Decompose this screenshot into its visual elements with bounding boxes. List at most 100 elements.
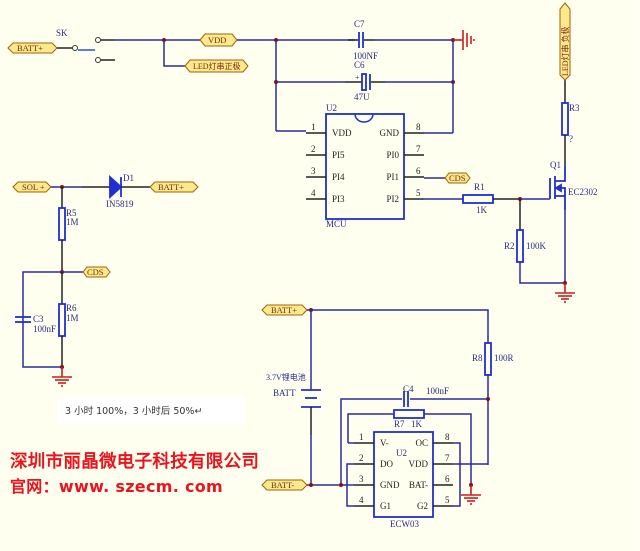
r7-body	[393, 409, 425, 419]
r1-body	[462, 194, 494, 204]
mcu-pin-name: PI4	[332, 172, 345, 182]
mcu-pin-number: 2	[311, 144, 316, 154]
c6-polarity: +	[355, 73, 360, 82]
port-led-minus-label: LED灯串 负极	[560, 26, 570, 76]
mcu-pin-number: 7	[416, 144, 421, 154]
company-website: 官网：www. szecm. com	[10, 477, 224, 496]
ecw03-pin-number: 6	[445, 474, 450, 484]
r7-ref: R7	[394, 419, 405, 429]
r5-ref: R5	[66, 208, 77, 218]
mcu-pin-name: PI1	[386, 172, 399, 182]
port-sol-plus: SOL +	[12, 181, 52, 193]
switch-pivot	[72, 45, 78, 51]
ecw03-pin-number: 2	[359, 453, 364, 463]
mcu-pin-number: 6	[416, 166, 421, 176]
mcu-pin-number: 5	[416, 188, 421, 198]
port-batt-minus-label: BATT-	[271, 480, 294, 490]
wire	[163, 40, 185, 67]
r2-value: 100K	[526, 241, 547, 251]
wire	[307, 309, 489, 343]
port-batt-plus-diode-label: BATT+	[158, 182, 184, 192]
d1-ref: D1	[123, 173, 134, 183]
wire	[340, 398, 402, 485]
ecw03-pin-name: GND	[380, 480, 400, 490]
mcu-pin-number: 8	[416, 122, 421, 132]
mcu-pin-number: 4	[311, 188, 316, 198]
wire	[453, 442, 461, 485]
port-vdd-label: VDD	[208, 35, 226, 45]
port-batt-plus-bottom: BATT+	[261, 304, 308, 316]
port-batt-plus-bottom-label: BATT+	[271, 305, 297, 315]
c4-value: 100nF	[426, 386, 449, 396]
r7-value: 1K	[411, 419, 423, 429]
r8-body	[484, 342, 492, 376]
switch-contact-1	[95, 37, 101, 43]
r6-value: 1M	[66, 313, 79, 323]
r6-body	[58, 303, 66, 337]
ecw03-pin-name: G1	[380, 501, 391, 511]
ground-icon	[52, 367, 72, 387]
wire	[453, 485, 461, 507]
ecw03-pin-number: 7	[445, 453, 450, 463]
ecw03-chip: U2 ECW03	[373, 431, 434, 529]
c6-value: 47U	[354, 92, 370, 102]
port-cds-mcu: CDS	[444, 172, 471, 184]
mcu-pin-name: PI2	[386, 194, 399, 204]
q1-ref: Q1	[550, 160, 561, 170]
port-batt-plus-diode: BATT+	[149, 181, 199, 193]
battery-icon	[301, 389, 321, 408]
r1-value: 1K	[476, 205, 488, 215]
ecw03-pin-name: DO	[380, 459, 393, 469]
ecw03-pin-number: 1	[359, 432, 364, 442]
r5-body	[58, 207, 66, 241]
wire	[424, 413, 472, 485]
ecw03-pin-name: VDD	[409, 459, 429, 469]
wire	[22, 271, 62, 368]
c7-ref: C7	[354, 19, 365, 29]
port-cds-divider: CDS	[82, 266, 111, 278]
c6-ref: C6	[354, 60, 365, 70]
d1-value: IN5819	[106, 199, 134, 209]
r6-ref: R6	[66, 303, 77, 313]
mcu-pin-number: 3	[311, 166, 316, 176]
mcu-value: MCU	[326, 219, 347, 229]
ground-icon	[555, 283, 575, 303]
junction	[309, 483, 313, 487]
port-sol-plus-label: SOL +	[22, 182, 45, 192]
ecw03-pin-number: 8	[445, 432, 450, 442]
junction	[339, 483, 343, 487]
r2-ref: R2	[504, 241, 515, 251]
ecw03-value: ECW03	[390, 519, 419, 529]
port-batt-plus-top: BATT+	[7, 42, 58, 54]
note-text: 3 小时 100%，3 小时后 50%↵	[65, 406, 203, 417]
c6-plate	[361, 73, 367, 91]
ecw03-pin-name: G2	[417, 501, 428, 511]
note-box: 3 小时 100%，3 小时后 50%↵	[57, 397, 245, 425]
ecw03-ref: U2	[396, 448, 407, 458]
r3-ref: R3	[569, 103, 580, 113]
mcu-pin-name: PI0	[386, 150, 399, 160]
wire	[347, 413, 394, 443]
switch-contact-2	[95, 57, 101, 63]
ecw03-pin-name: BAT-	[409, 480, 428, 490]
port-batt-plus-top-label: BATT+	[17, 43, 43, 53]
r8-value: 100R	[494, 353, 514, 363]
port-led-plus: LED灯串正极	[184, 59, 249, 73]
c3-value: 100nF	[33, 324, 56, 334]
ecw03-pin-name: OC	[415, 438, 428, 448]
wire	[519, 262, 565, 284]
c3-ref: C3	[33, 314, 44, 324]
mcu-pin-name: PI5	[332, 150, 345, 160]
ecw03-pin-number: 4	[359, 495, 364, 505]
mcu-chip: U2 MCU	[325, 103, 405, 229]
battery-value: 3.7V锂电池	[266, 372, 306, 382]
ground-icon	[453, 30, 475, 50]
r2-body	[516, 229, 524, 263]
company-name: 深圳市丽晶微电子科技有限公司	[10, 452, 260, 472]
r3-value: ?	[569, 134, 573, 144]
r5-value: 1M	[66, 217, 79, 227]
